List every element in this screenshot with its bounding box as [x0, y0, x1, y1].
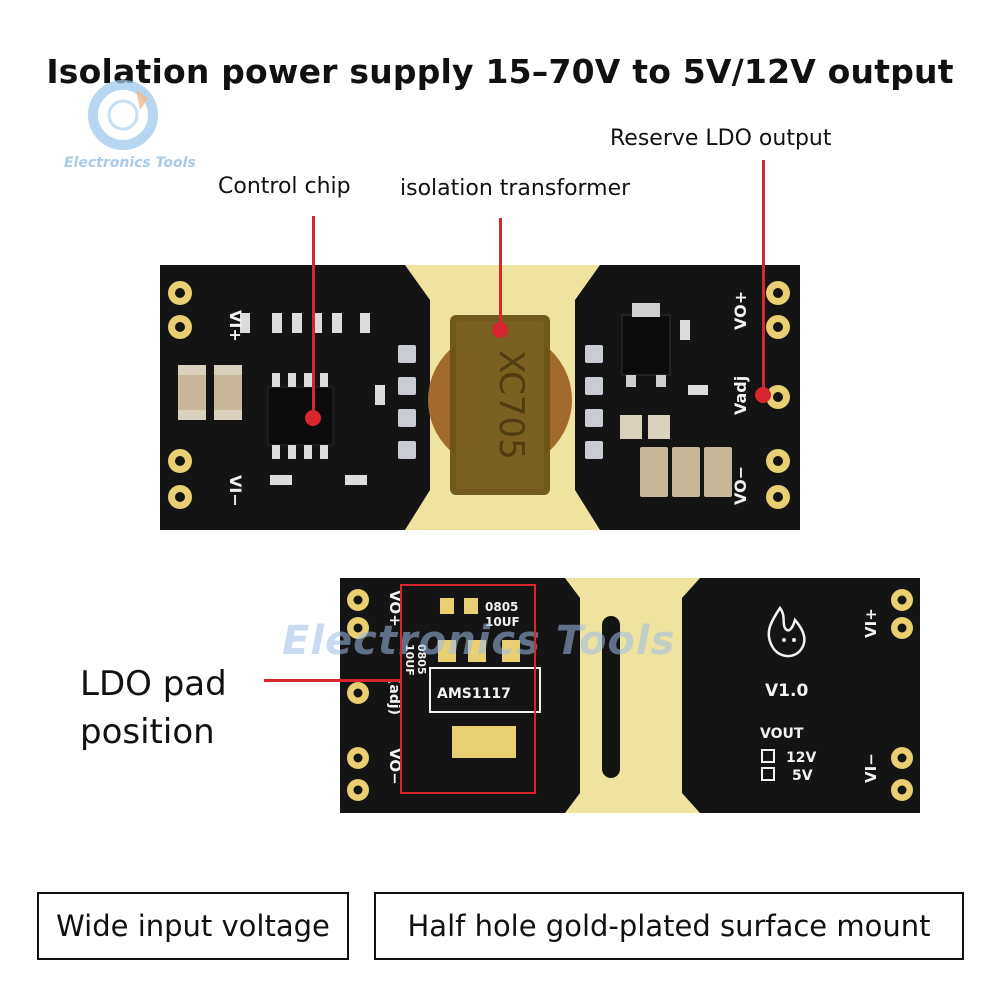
top-board-input-capacitors	[178, 365, 242, 420]
callout-ldo-pad-line2: position	[80, 712, 215, 752]
cap2-size-label: 0805	[415, 644, 428, 675]
opt-5v-label: 5V	[792, 768, 813, 784]
leader-ldo-pad	[264, 679, 400, 682]
leader-reserve-ldo	[762, 160, 765, 392]
bottom-board-right-pcb	[682, 578, 920, 813]
ams1117-label: AMS1117	[437, 686, 511, 702]
bottom-adj-label: (adj)	[386, 678, 402, 715]
bottom-vi-plus-label: VI+	[862, 608, 880, 638]
top-vo-plus-label: VO+	[731, 291, 750, 330]
top-vo-minus-label: VO−	[731, 466, 750, 505]
ldo-highlight-box	[400, 584, 536, 794]
watermark-logo-icon	[88, 80, 158, 150]
top-vi-plus-label: VI+	[226, 310, 245, 342]
leader-control-chip	[312, 216, 315, 416]
callout-reserve-ldo: Reserve LDO output	[610, 126, 832, 151]
control-chip	[267, 373, 334, 459]
page-title: Isolation power supply 15–70V to 5V/12V …	[46, 52, 954, 91]
top-board: XC705 VI+ VI− VO+ Vadj VO−	[160, 265, 800, 530]
bottom-vo-plus-label: VO+	[386, 590, 404, 627]
watermark-center-brand: Electronics Tools	[282, 618, 676, 664]
ams1117-outline	[429, 667, 541, 713]
leader-control-chip-dot	[305, 410, 321, 426]
bottom-vi-minus-label: VI−	[862, 753, 880, 783]
cap1-size-label: 0805	[485, 600, 518, 614]
transformer-marking: XC705	[491, 350, 531, 459]
vout-label: VOUT	[760, 726, 804, 742]
top-vadj-label: Vadj	[731, 376, 750, 415]
callout-isolation-transformer: isolation transformer	[400, 176, 631, 201]
feature-wide-input: Wide input voltage	[37, 892, 349, 960]
cap1-value-label: 10UF	[485, 615, 520, 629]
callout-ldo-pad-line1: LDO pad	[80, 664, 227, 704]
watermark-logo	[78, 80, 178, 164]
callout-control-chip: Control chip	[218, 174, 351, 199]
top-vi-minus-label: VI−	[226, 475, 245, 507]
flame-logo-icon	[767, 605, 806, 658]
leader-transformer	[499, 218, 502, 330]
opt-12v-label: 12V	[786, 750, 816, 766]
transformer-pads	[398, 345, 603, 459]
leader-reserve-ldo-dot	[755, 387, 771, 403]
cap2-value-label: 10UF	[403, 644, 416, 676]
bottom-vo-minus-label: VO−	[386, 748, 404, 785]
checkbox-12v	[761, 749, 775, 763]
leader-transformer-dot	[492, 322, 508, 338]
feature-half-hole: Half hole gold-plated surface mount	[374, 892, 964, 960]
top-board-left-smd-parts	[240, 313, 385, 485]
ldo-pads	[438, 598, 520, 758]
checkbox-5v	[761, 767, 775, 781]
isolation-slot	[602, 616, 620, 778]
isolation-transformer	[428, 315, 572, 495]
top-board-right-components	[620, 303, 732, 497]
watermark-brand: Electronics Tools	[64, 155, 196, 171]
version-label: V1.0	[765, 681, 808, 701]
callout-ldo-pad: LDO pad position	[80, 660, 300, 756]
